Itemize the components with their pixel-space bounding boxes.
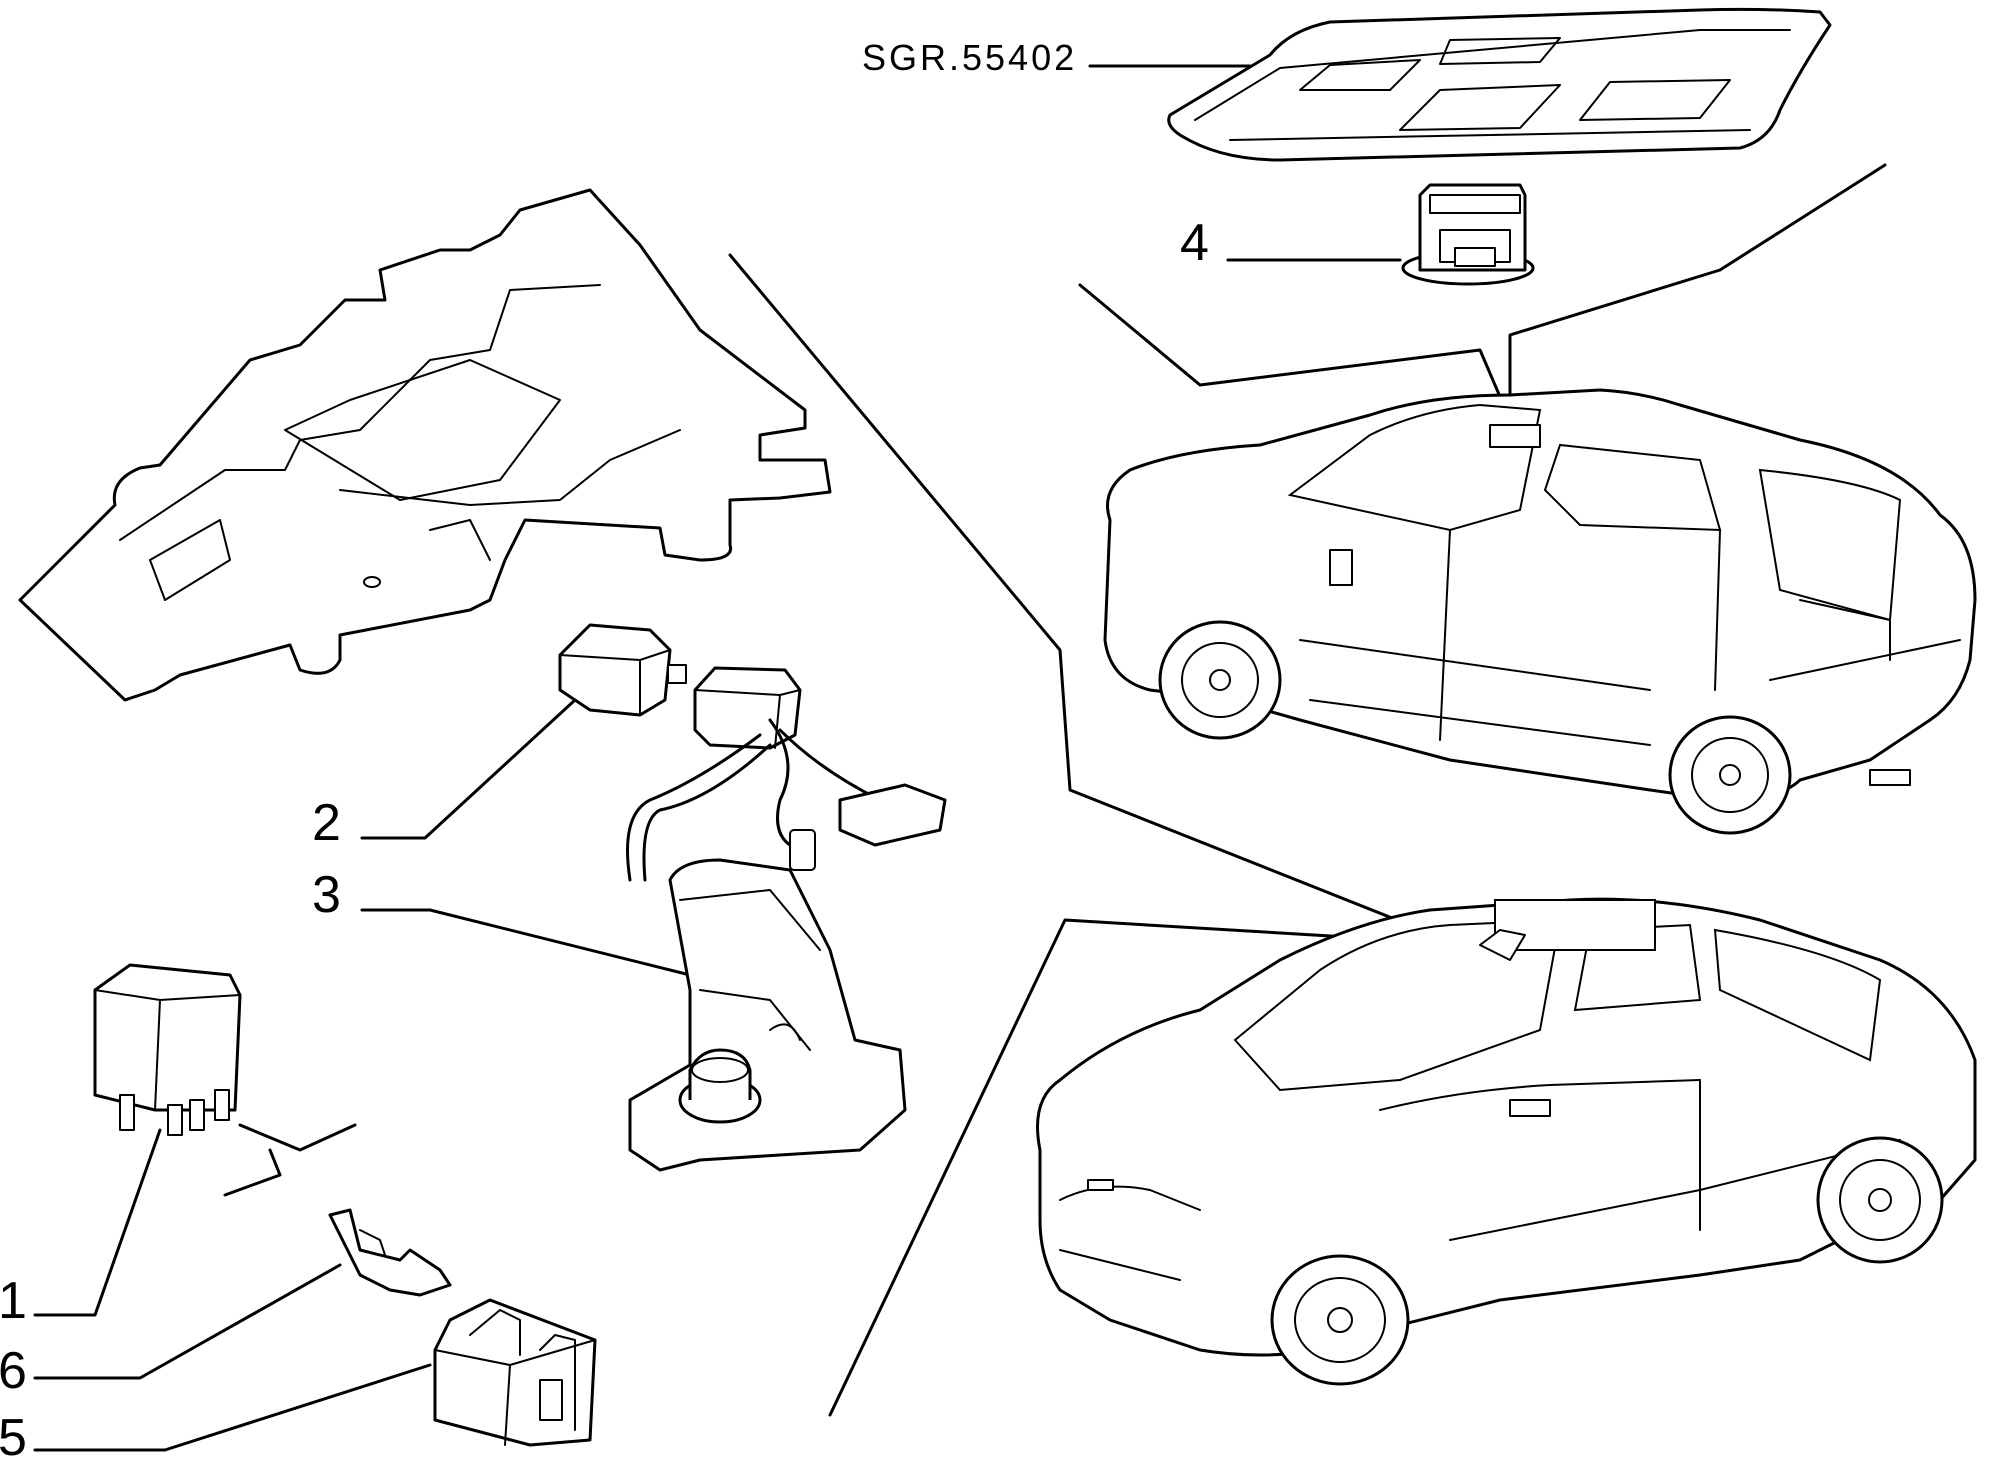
roof-switch-icon (1401, 183, 1535, 286)
callout-4: 4 (1180, 214, 1209, 272)
harness-to-car-leader (728, 253, 1462, 947)
relay-terminal-bracket (223, 1123, 357, 1197)
headliner-bracket-panel-icon (18, 188, 832, 702)
switch-module-icon (558, 623, 687, 717)
car-rear-view-icon (1103, 388, 1977, 835)
callout-5-leader (33, 1363, 432, 1452)
reference-code-label: SGR.55402 (862, 37, 1077, 78)
callout-6-leader (33, 1263, 342, 1380)
relay-socket-icon (433, 1298, 597, 1447)
upper-car-roof-leader (1078, 283, 1512, 422)
terminal-icon (328, 1208, 452, 1297)
car-front-view-icon (1036, 897, 1977, 1386)
callout-5: 5 (0, 1409, 27, 1462)
callout-2: 2 (312, 794, 341, 852)
callout-1: 1 (0, 1272, 27, 1330)
roof-switch-to-car-leader (1508, 163, 1887, 422)
callout-2-leader (360, 698, 577, 840)
roof-trim-panel-icon (1167, 7, 1832, 162)
wiring-harness-motor-icon (626, 666, 947, 1172)
callout-3: 3 (312, 866, 341, 924)
callout-1-leader (33, 1128, 162, 1317)
callout-6: 6 (0, 1342, 27, 1400)
callout-3-leader (360, 908, 692, 977)
relay-icon (93, 963, 242, 1136)
